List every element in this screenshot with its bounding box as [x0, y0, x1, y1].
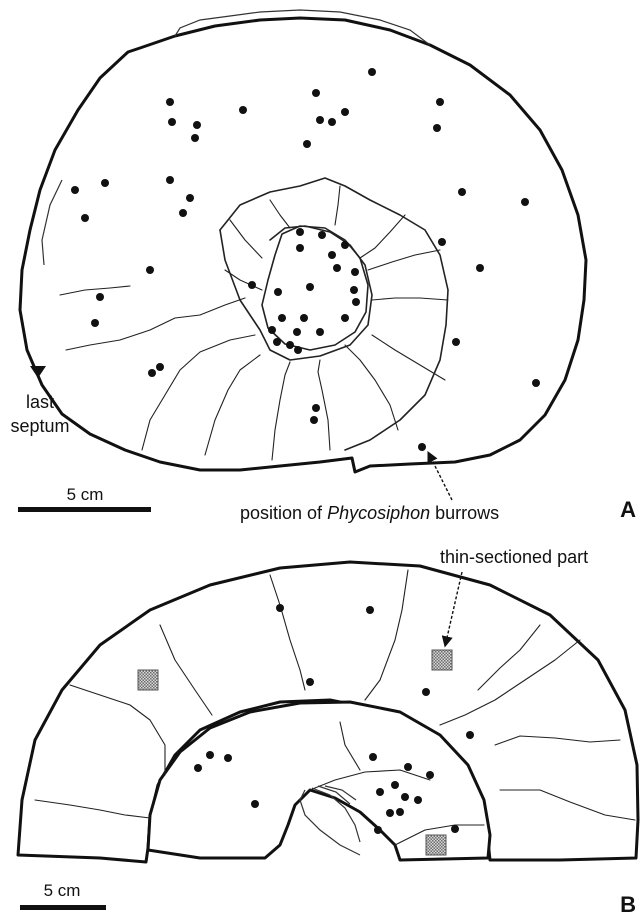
- panel-b-scale-label: 5 cm: [44, 881, 81, 900]
- panel-a-scale-bar: [18, 507, 151, 512]
- last-septum-label-line1: last: [26, 392, 54, 412]
- panel-a-letter: A: [620, 497, 636, 522]
- thin-section-label: thin-sectioned part: [440, 547, 588, 567]
- last-septum-label-line2: septum: [10, 416, 69, 436]
- panel-b-scale-bar: [20, 905, 106, 910]
- panel-a-shell-outline: [20, 18, 586, 472]
- panel-a-scale-label: 5 cm: [67, 485, 104, 504]
- thin-section-square-3: [426, 835, 446, 855]
- burrow-callout-label: position of Phycosiphon burrows: [240, 503, 499, 523]
- thin-section-square-2: [432, 650, 452, 670]
- thin-section-square-1: [138, 670, 158, 690]
- panel-b-letter: B: [620, 892, 636, 915]
- panel-a: last septum position of Phycosiphon burr…: [10, 10, 636, 523]
- panel-b: thin-sectioned part 5 cm B: [18, 547, 638, 915]
